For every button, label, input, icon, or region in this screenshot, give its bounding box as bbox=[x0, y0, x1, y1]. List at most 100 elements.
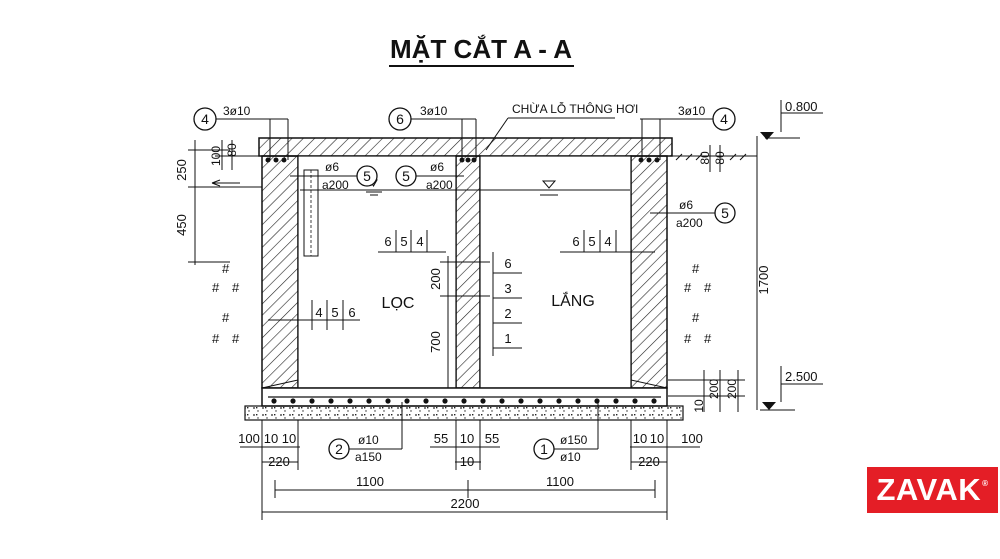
svg-text:#: # bbox=[212, 280, 220, 295]
rebar-label: a200 bbox=[426, 178, 453, 192]
dim-label: 250 bbox=[174, 159, 189, 181]
rebar-dot bbox=[613, 398, 619, 404]
layer-label: 3 bbox=[504, 281, 511, 296]
rebar-label: ø10 bbox=[560, 450, 581, 464]
dim-label: 200 bbox=[428, 268, 443, 290]
layer-callout-right-upper: 6 5 4 bbox=[560, 230, 655, 253]
water-level-symbol-right bbox=[541, 180, 557, 189]
layer-callout-middle: 6 3 2 1 bbox=[492, 252, 522, 356]
rebar-label: 3ø10 bbox=[223, 104, 251, 118]
right-wall bbox=[630, 155, 668, 389]
dims-middle-vertical bbox=[440, 256, 490, 389]
rebar-dot bbox=[347, 398, 353, 404]
svg-text:#: # bbox=[232, 331, 240, 346]
brand-logo: ZAVAK® bbox=[867, 467, 998, 513]
svg-text:#: # bbox=[232, 280, 240, 295]
rebar-label: 3ø10 bbox=[678, 104, 706, 118]
layer-label: 6 bbox=[504, 256, 511, 271]
filter-chamber-label: LỌC bbox=[382, 295, 415, 312]
middle-wall bbox=[455, 155, 481, 389]
rebar-dot bbox=[480, 398, 486, 404]
callout-6-middle: 6 3ø10 bbox=[388, 104, 477, 160]
left-wall bbox=[261, 155, 299, 389]
rebar-label: ø6 bbox=[325, 160, 339, 174]
rebar-dot bbox=[594, 398, 600, 404]
drawing-title: MẶT CẮT A - A bbox=[390, 34, 572, 64]
layer-label: 4 bbox=[416, 234, 423, 249]
dim-label: 10 bbox=[460, 454, 474, 469]
layer-label: 4 bbox=[604, 234, 611, 249]
dim-label: 220 bbox=[268, 454, 290, 469]
svg-text:#: # bbox=[692, 261, 700, 276]
registered-mark: ® bbox=[982, 478, 989, 488]
dim-label: 10 bbox=[692, 399, 706, 413]
callout-4-right: 4 3ø10 bbox=[640, 104, 736, 160]
dim-label: 200 bbox=[707, 379, 721, 399]
rebar-dot bbox=[537, 398, 543, 404]
bubble-label: 4 bbox=[201, 111, 209, 127]
dim-label: 100 bbox=[681, 431, 703, 446]
rebar-dot bbox=[556, 398, 562, 404]
rebar-dot bbox=[461, 398, 467, 404]
level-mark-top: 0.800 bbox=[756, 99, 823, 410]
rebar-dot bbox=[651, 398, 657, 404]
rebar-dot bbox=[271, 398, 277, 404]
rebar-dot bbox=[442, 398, 448, 404]
rebar-label: a150 bbox=[355, 450, 382, 464]
dim-label: 55 bbox=[434, 431, 448, 446]
rebar-dot bbox=[423, 398, 429, 404]
svg-text:#: # bbox=[704, 331, 712, 346]
rebar-dot bbox=[328, 398, 334, 404]
callout-5-left: 5 ø6 a200 bbox=[290, 160, 378, 192]
dim-label: 10 bbox=[264, 431, 278, 446]
layer-label: 5 bbox=[400, 234, 407, 249]
svg-text:#: # bbox=[222, 310, 230, 325]
rebar-dot bbox=[309, 398, 315, 404]
svg-text:#: # bbox=[704, 280, 712, 295]
dim-label: 10 bbox=[460, 431, 474, 446]
vent-note: CHỪA LỖ THÔNG HƠI bbox=[485, 101, 638, 151]
dim-label: 10 bbox=[650, 431, 664, 446]
svg-text:#: # bbox=[222, 261, 230, 276]
layer-label: 5 bbox=[588, 234, 595, 249]
bubble-label: 2 bbox=[335, 441, 343, 457]
bubble-label: 1 bbox=[540, 441, 548, 457]
svg-text:#: # bbox=[684, 331, 692, 346]
bottom-slab-rebar bbox=[268, 396, 661, 404]
layer-label: 1 bbox=[504, 331, 511, 346]
layer-label: 6 bbox=[572, 234, 579, 249]
rebar-label: a200 bbox=[676, 216, 703, 230]
level-label: 2.500 bbox=[785, 369, 818, 384]
dims-bottom bbox=[240, 420, 700, 520]
level-label: 0.800 bbox=[785, 99, 818, 114]
bubble-label: 5 bbox=[363, 168, 371, 184]
rebar-dot bbox=[518, 398, 524, 404]
dim-label: 450 bbox=[174, 214, 189, 236]
callout-2-bottom: 2 ø10 a150 bbox=[328, 402, 403, 464]
rebar-label: 3ø10 bbox=[420, 104, 448, 118]
top-slab bbox=[258, 137, 673, 157]
dim-label: 55 bbox=[485, 431, 499, 446]
dim-label: 1700 bbox=[756, 266, 771, 295]
dim-label: 80 bbox=[698, 151, 712, 165]
dim-label: 220 bbox=[638, 454, 660, 469]
settling-chamber bbox=[479, 155, 632, 389]
bubble-label: 6 bbox=[396, 111, 404, 127]
rebar-dot bbox=[632, 398, 638, 404]
rebar-dot bbox=[499, 398, 505, 404]
rebar-dot bbox=[385, 398, 391, 404]
soil-marks: ### ### ### ### bbox=[212, 261, 712, 346]
callout-5-right: 5 ø6 a200 bbox=[650, 198, 736, 230]
dim-label: 10 bbox=[633, 431, 647, 446]
bubble-label: 4 bbox=[720, 111, 728, 127]
bubble-label: 5 bbox=[721, 205, 729, 221]
rebar-dot bbox=[575, 398, 581, 404]
dims-right-vertical bbox=[668, 145, 745, 412]
dim-label: 100 bbox=[209, 146, 223, 166]
layer-label: 5 bbox=[331, 305, 338, 320]
layer-label: 6 bbox=[384, 234, 391, 249]
dim-label: 700 bbox=[428, 331, 443, 353]
dim-label: 100 bbox=[238, 431, 260, 446]
svg-text:#: # bbox=[684, 280, 692, 295]
